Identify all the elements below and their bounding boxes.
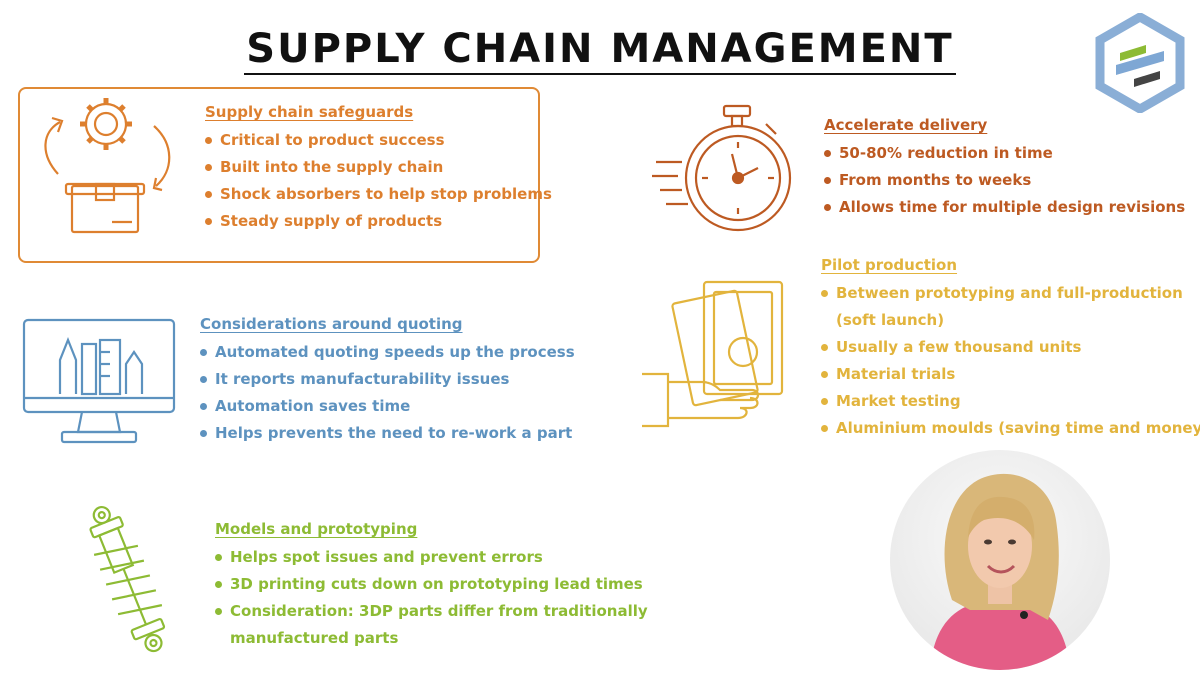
- safeguards-box: [18, 87, 540, 263]
- safeguards-heading: Supply chain safeguards: [205, 103, 414, 121]
- list-item: Usually a few thousand units: [821, 334, 1200, 361]
- quoting-section: Considerations around quoting Automated …: [200, 315, 575, 447]
- models-heading: Models and prototyping: [215, 520, 418, 538]
- list-item: Shock absorbers to help stop problems: [205, 181, 552, 208]
- quoting-list: Automated quoting speeds up the process …: [200, 339, 575, 447]
- list-item: Market testing: [821, 388, 1200, 415]
- models-section: Models and prototyping Helps spot issues…: [215, 520, 648, 652]
- pilot-list: Between prototyping and full-production …: [821, 280, 1200, 442]
- safeguards-section: Supply chain safeguards Critical to prod…: [205, 103, 552, 235]
- list-item-line: Between prototyping and full-production: [836, 284, 1183, 302]
- hand-money-icon: [642, 280, 784, 428]
- hexagon-logo-icon: [1095, 13, 1185, 113]
- models-list: Helps spot issues and prevent errors 3D …: [215, 544, 648, 652]
- list-item: Helps spot issues and prevent errors: [215, 544, 648, 571]
- list-item: Critical to product success: [205, 127, 552, 154]
- delivery-section: Accelerate delivery 50-80% reduction in …: [824, 116, 1185, 221]
- delivery-list: 50-80% reduction in time From months to …: [824, 140, 1185, 221]
- list-item: Helps prevents the need to re-work a par…: [200, 420, 575, 447]
- list-item: Built into the supply chain: [205, 154, 552, 181]
- quoting-heading: Considerations around quoting: [200, 315, 463, 333]
- safeguards-list: Critical to product success Built into t…: [205, 127, 552, 235]
- list-item-line: manufactured parts: [230, 629, 399, 647]
- delivery-heading: Accelerate delivery: [824, 116, 988, 134]
- list-item: 3D printing cuts down on prototyping lea…: [215, 571, 648, 598]
- monitor-design-tools-icon: [22, 318, 176, 444]
- list-item: It reports manufacturability issues: [200, 366, 575, 393]
- presenter-avatar: [890, 450, 1110, 670]
- list-item: Material trials: [821, 361, 1200, 388]
- stopwatch-icon: [652, 104, 792, 232]
- pilot-section: Pilot production Between prototyping and…: [821, 256, 1200, 442]
- list-item-line: (soft launch): [836, 311, 945, 329]
- list-item: Allows time for multiple design revision…: [824, 194, 1185, 221]
- list-item: Automation saves time: [200, 393, 575, 420]
- pilot-heading: Pilot production: [821, 256, 958, 274]
- list-item: 50-80% reduction in time: [824, 140, 1185, 167]
- list-item: Between prototyping and full-production …: [821, 280, 1200, 334]
- gear-box-cycle-icon: [44, 98, 171, 234]
- list-item: Aluminium moulds (saving time and money): [821, 415, 1200, 442]
- list-item: Automated quoting speeds up the process: [200, 339, 575, 366]
- list-item: Steady supply of products: [205, 208, 552, 235]
- list-item: Consideration: 3DP parts differ from tra…: [215, 598, 648, 652]
- page-title: SUPPLY CHAIN MANAGEMENT: [0, 26, 1200, 75]
- shock-absorber-icon: [89, 505, 166, 653]
- list-item: From months to weeks: [824, 167, 1185, 194]
- list-item-line: Consideration: 3DP parts differ from tra…: [230, 602, 648, 620]
- page-title-text: SUPPLY CHAIN MANAGEMENT: [244, 26, 956, 75]
